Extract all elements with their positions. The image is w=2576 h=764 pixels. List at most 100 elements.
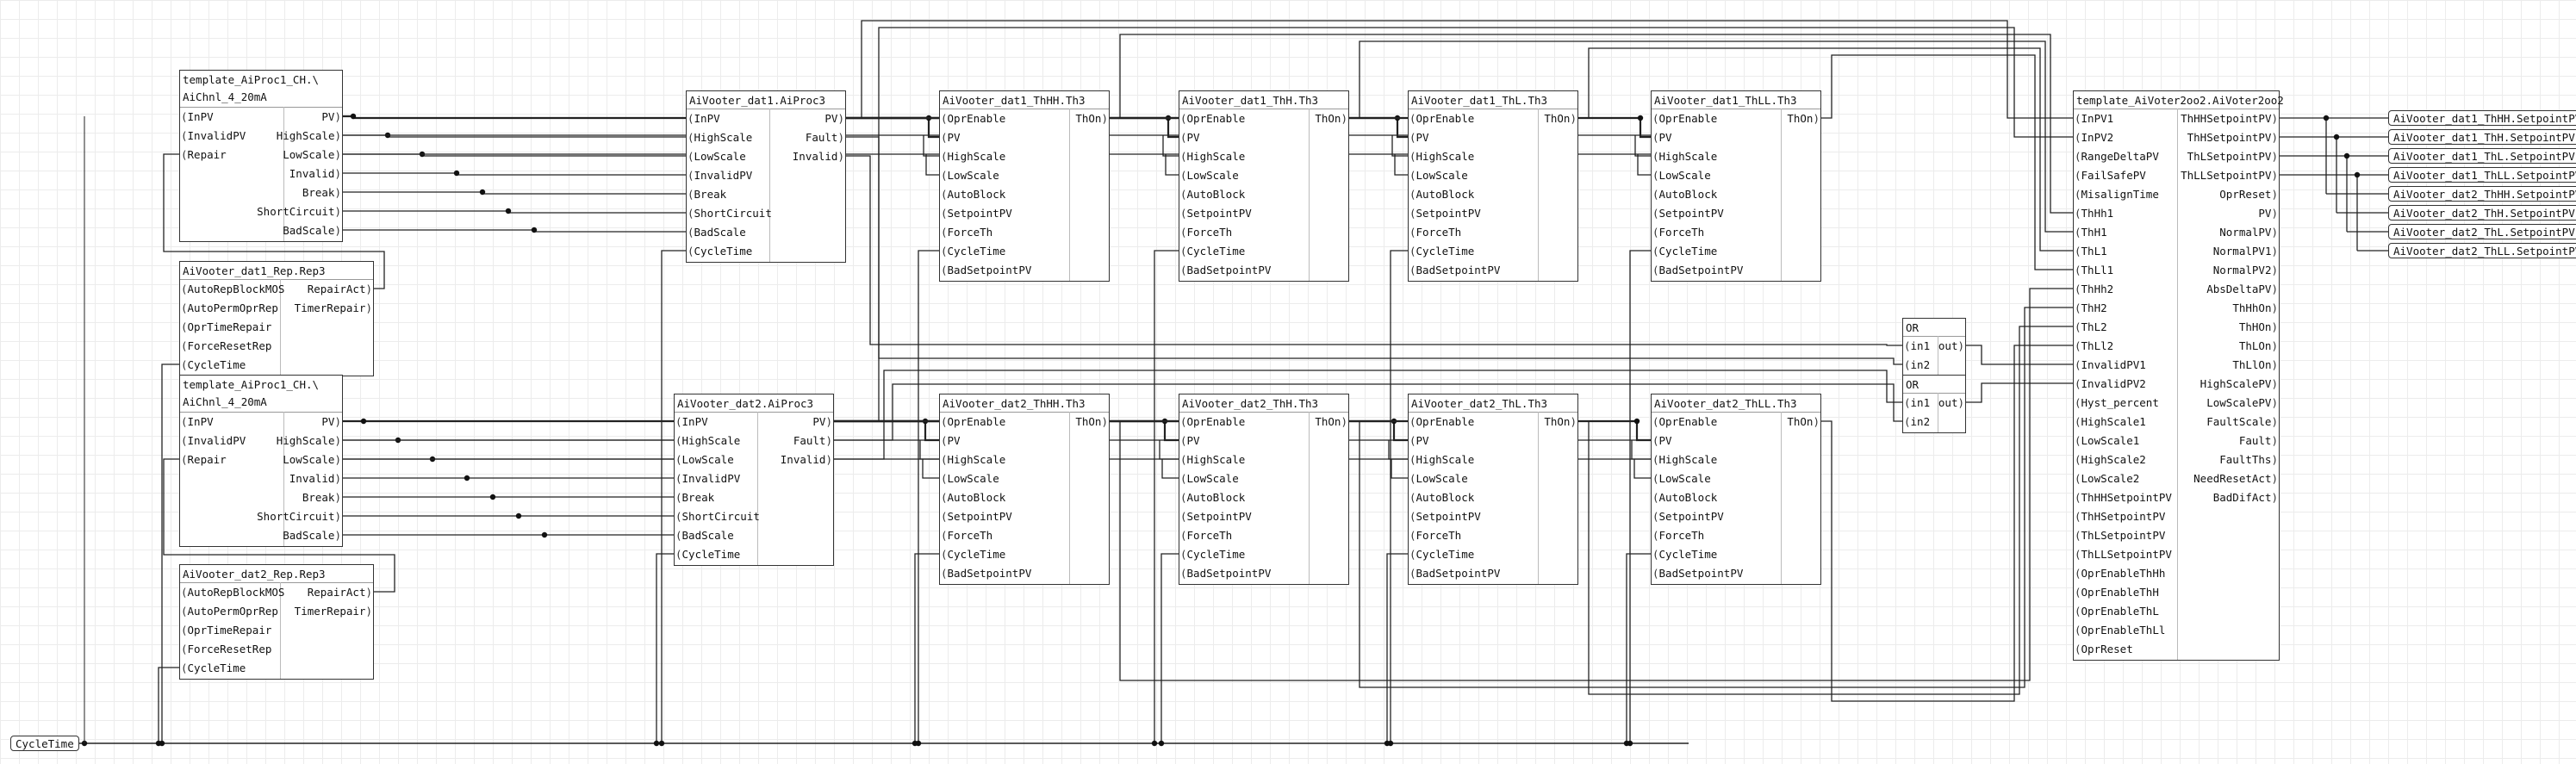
output-pin[interactable]: BadScale bbox=[283, 221, 341, 240]
output-pin[interactable]: HighScale bbox=[277, 127, 341, 146]
input-pin[interactable]: AutoBlock bbox=[1180, 185, 1246, 204]
output-pin[interactable]: LowScalePV bbox=[2206, 394, 2278, 413]
input-pin[interactable]: PV bbox=[1409, 432, 1429, 450]
input-pin[interactable]: PV bbox=[1652, 432, 1672, 450]
output-pin[interactable]: PV bbox=[321, 413, 341, 432]
input-pin[interactable]: CycleTime bbox=[941, 545, 1006, 564]
output-tag[interactable]: AiVooter_dat2_ThHH.SetpointPV bbox=[2388, 186, 2576, 202]
input-pin[interactable]: ForceTh bbox=[941, 526, 993, 545]
input-pin[interactable]: OprEnable bbox=[1409, 413, 1475, 432]
input-pin[interactable]: BadSetpointPV bbox=[1652, 261, 1744, 280]
output-pin[interactable]: Fault bbox=[2239, 432, 2278, 450]
input-pin[interactable]: LowScale2 bbox=[2075, 469, 2140, 488]
block-or1[interactable]: ORin1in2out bbox=[1902, 318, 1966, 376]
input-pin[interactable]: ThHh1 bbox=[2075, 204, 2114, 223]
block-th2hh[interactable]: AiVooter_dat2_ThHH.Th3OprEnablePVHighSca… bbox=[939, 394, 1110, 585]
block-th2h[interactable]: AiVooter_dat2_ThH.Th3OprEnablePVHighScal… bbox=[1179, 394, 1349, 585]
input-pin[interactable]: ThHh2 bbox=[2075, 280, 2114, 299]
input-pin[interactable]: OprEnable bbox=[941, 109, 1006, 128]
input-pin[interactable]: BadSetpointPV bbox=[1180, 564, 1272, 583]
input-pin[interactable]: HighScale bbox=[1180, 450, 1246, 469]
input-pin[interactable]: SetpointPV bbox=[941, 204, 1012, 223]
input-pin[interactable]: InvalidPV1 bbox=[2075, 356, 2146, 375]
output-pin[interactable]: NeedResetAct bbox=[2193, 469, 2278, 488]
input-pin[interactable]: MisalignTime bbox=[2075, 185, 2159, 204]
input-pin[interactable]: PV bbox=[1652, 128, 1672, 147]
input-pin[interactable]: ForceResetRep bbox=[181, 337, 272, 356]
input-pin[interactable]: LowScale bbox=[675, 450, 734, 469]
input-pin[interactable]: SetpointPV bbox=[1409, 507, 1481, 526]
output-pin[interactable]: ThHhOn bbox=[2232, 299, 2278, 318]
input-pin[interactable]: OprEnableThLl bbox=[2075, 621, 2166, 640]
input-pin[interactable]: HighScale bbox=[1409, 147, 1475, 166]
input-pin[interactable]: PV bbox=[1180, 432, 1200, 450]
output-pin[interactable]: TimerRepair bbox=[295, 602, 372, 621]
input-pin[interactable]: in2 bbox=[1904, 413, 1931, 432]
output-pin[interactable]: BadScale bbox=[283, 526, 341, 545]
input-pin[interactable]: HighScale bbox=[1409, 450, 1475, 469]
input-pin[interactable]: Repair bbox=[181, 450, 227, 469]
output-tag[interactable]: AiVooter_dat1_ThHH.SetpointPV bbox=[2388, 110, 2576, 126]
output-tag[interactable]: AiVooter_dat1_ThLL.SetpointPV bbox=[2388, 167, 2576, 183]
output-pin[interactable]: FaultThs bbox=[2219, 450, 2278, 469]
block-ch1[interactable]: template_AiProc1_CH.\AiChnl_4_20mAInPVIn… bbox=[179, 70, 343, 242]
output-pin[interactable]: LowScale bbox=[283, 450, 341, 469]
input-pin[interactable]: ThLl2 bbox=[2075, 337, 2114, 356]
output-pin[interactable]: HighScalePV bbox=[2200, 375, 2278, 394]
input-pin[interactable]: OprEnable bbox=[1652, 109, 1718, 128]
input-pin[interactable]: ForceTh bbox=[1180, 223, 1233, 242]
input-pin[interactable]: OprTimeRepair bbox=[181, 318, 272, 337]
input-pin[interactable]: Repair bbox=[181, 146, 227, 165]
output-pin[interactable]: ThOn bbox=[1544, 413, 1577, 432]
input-pin[interactable]: CycleTime bbox=[181, 356, 246, 375]
input-pin[interactable]: HighScale bbox=[941, 147, 1006, 166]
output-pin[interactable]: AbsDeltaPV bbox=[2206, 280, 2278, 299]
block-voter[interactable]: template_AiVoter2oo2.AiVoter2oo2InPV1InP… bbox=[2073, 90, 2284, 661]
output-pin[interactable]: ThLOn bbox=[2239, 337, 2278, 356]
input-pin[interactable]: OprEnable bbox=[1652, 413, 1718, 432]
input-pin[interactable]: InvalidPV bbox=[688, 166, 753, 185]
block-rep2[interactable]: AiVooter_dat2_Rep.Rep3AutoRepBlockMOSAut… bbox=[179, 564, 374, 680]
input-pin[interactable]: OprEnableThL bbox=[2075, 602, 2159, 621]
input-pin[interactable]: CycleTime bbox=[1652, 545, 1718, 564]
output-pin[interactable]: ThHOn bbox=[2239, 318, 2278, 337]
input-pin[interactable]: LowScale bbox=[1409, 469, 1468, 488]
input-pin[interactable]: OprEnable bbox=[941, 413, 1006, 432]
output-pin[interactable]: TimerRepair bbox=[295, 299, 372, 318]
output-tag[interactable]: AiVooter_dat2_ThLL.SetpointPV bbox=[2388, 243, 2576, 258]
input-pin[interactable]: InPV bbox=[688, 109, 720, 128]
block-th1hh[interactable]: AiVooter_dat1_ThHH.Th3OprEnablePVHighSca… bbox=[939, 90, 1110, 282]
output-pin[interactable]: NormalPV bbox=[2219, 223, 2278, 242]
input-pin[interactable]: LowScale1 bbox=[2075, 432, 2140, 450]
input-pin[interactable]: ThH2 bbox=[2075, 299, 2107, 318]
cycle-time-input-tag[interactable]: CycleTime bbox=[10, 736, 79, 751]
input-pin[interactable]: ForceTh bbox=[1409, 223, 1462, 242]
output-pin[interactable]: ThOn bbox=[1315, 109, 1347, 128]
input-pin[interactable]: InvalidPV bbox=[181, 432, 246, 450]
output-pin[interactable]: out bbox=[1938, 337, 1964, 356]
input-pin[interactable]: InvalidPV bbox=[181, 127, 246, 146]
input-pin[interactable]: ForceTh bbox=[1180, 526, 1233, 545]
input-pin[interactable]: InvalidPV2 bbox=[2075, 375, 2146, 394]
input-pin[interactable]: ForceTh bbox=[1409, 526, 1462, 545]
output-pin[interactable]: PV bbox=[2258, 204, 2278, 223]
output-tag[interactable]: AiVooter_dat2_ThL.SetpointPV bbox=[2388, 224, 2576, 239]
input-pin[interactable]: ForceTh bbox=[1652, 526, 1705, 545]
output-pin[interactable]: ThLlOn bbox=[2232, 356, 2278, 375]
output-pin[interactable]: Invalid bbox=[289, 165, 341, 183]
input-pin[interactable]: HighScale bbox=[688, 128, 753, 147]
input-pin[interactable]: AutoBlock bbox=[1652, 488, 1718, 507]
input-pin[interactable]: InPV bbox=[181, 108, 214, 127]
output-pin[interactable]: Invalid bbox=[781, 450, 832, 469]
output-tag[interactable]: AiVooter_dat2_ThH.SetpointPV bbox=[2388, 205, 2576, 221]
output-pin[interactable]: Break bbox=[302, 488, 341, 507]
input-pin[interactable]: CycleTime bbox=[1180, 545, 1246, 564]
input-pin[interactable]: CycleTime bbox=[1652, 242, 1718, 261]
input-pin[interactable]: BadSetpointPV bbox=[1180, 261, 1272, 280]
input-pin[interactable]: OprEnableThH bbox=[2075, 583, 2159, 602]
output-pin[interactable]: BadDifAct bbox=[2213, 488, 2278, 507]
input-pin[interactable]: InPV1 bbox=[2075, 109, 2114, 128]
input-pin[interactable]: AutoBlock bbox=[1409, 488, 1475, 507]
input-pin[interactable]: ThH1 bbox=[2075, 223, 2107, 242]
input-pin[interactable]: BadSetpointPV bbox=[941, 261, 1032, 280]
